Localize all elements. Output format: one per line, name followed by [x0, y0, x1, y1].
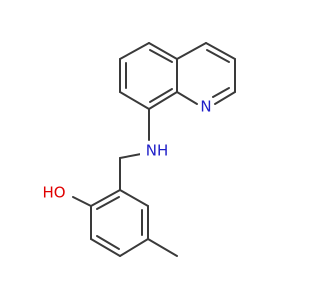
hydroxyl-ho-label: HO — [42, 184, 65, 202]
molecule-structure: N NH HO — [34, 42, 236, 257]
phenol-ring — [90, 189, 149, 257]
atom-label-hydroxyl: HO — [34, 183, 72, 203]
hydroxyl-bond — [72, 196, 92, 207]
amine-linker — [119, 108, 150, 191]
atom-label-amine: NH — [140, 141, 176, 161]
quinoline-pyridine-ring — [176, 42, 236, 105]
quinoline-n-label: N — [200, 98, 211, 116]
atom-label-quinoline-n: N — [198, 98, 214, 116]
quinoline-benzo-ring — [119, 42, 178, 110]
amine-nh-label: NH — [146, 142, 169, 160]
methyl-group — [147, 238, 178, 257]
